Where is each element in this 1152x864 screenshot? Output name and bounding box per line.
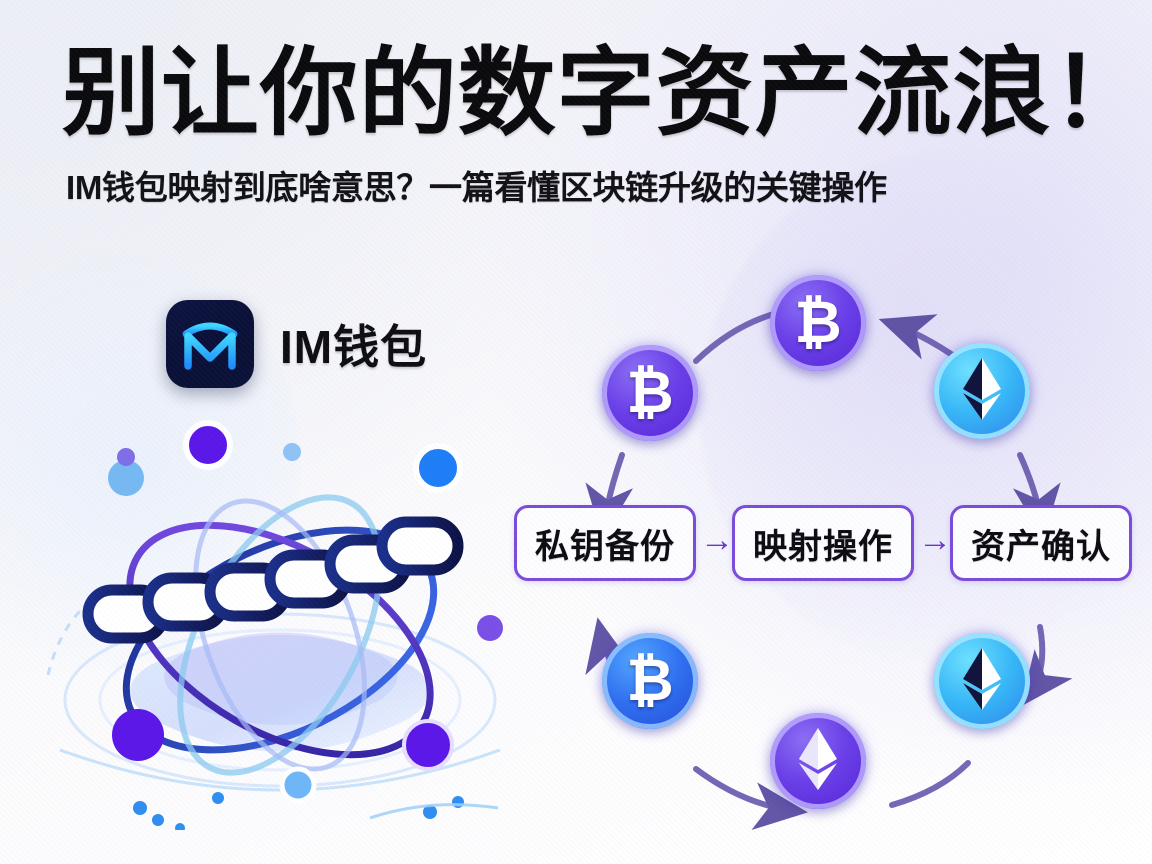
page-title: 别让你的数字资产流浪！ [62, 40, 1151, 147]
ethereum-symbol-icon [796, 726, 840, 797]
ethereum-symbol-icon [960, 646, 1004, 717]
coin-ethereum-bottom [770, 713, 866, 809]
im-wallet-logo-icon [166, 300, 254, 388]
step-label: 资产确认 [971, 527, 1111, 566]
step-label: 映射操作 [753, 527, 893, 566]
coin-ethereum-right [934, 343, 1030, 439]
coin-ring [602, 633, 698, 729]
coin-ring [770, 713, 866, 809]
coin-ring [770, 275, 866, 371]
blockchain-atom-illustration [30, 400, 530, 855]
step-private-key-backup[interactable]: 私钥备份 [514, 505, 696, 581]
bitcoin-symbol-icon: ₿ [794, 290, 842, 355]
arrow-eth-bottom-to-eth-bottom-right [889, 760, 971, 808]
bitcoin-symbol-icon: ₿ [626, 648, 674, 713]
brand-name: IM钱包 [280, 321, 428, 373]
coin-ring [934, 633, 1030, 729]
coin-ring [602, 345, 698, 441]
ethereum-symbol-icon [960, 356, 1004, 427]
step-asset-confirmation[interactable]: 资产确认 [950, 505, 1132, 581]
step-mapping-operation[interactable]: 映射操作 [732, 505, 914, 581]
brand-lockup: IM钱包 [166, 300, 427, 388]
coin-ethereum-bottom-right [934, 633, 1030, 729]
coin-ring [934, 343, 1030, 439]
asset-mapping-cycle: ₿ ₿ ₿ [500, 265, 1140, 835]
step-arrow-2-3: → [918, 521, 952, 559]
background-blob-right [700, 150, 1152, 670]
arrow-step3-to-eth-bottom-right [1020, 624, 1073, 707]
coin-bitcoin-top: ₿ [770, 275, 866, 371]
step-arrow-1-2: → [700, 521, 734, 559]
coin-bitcoin-bottom-left: ₿ [602, 633, 698, 729]
bitcoin-symbol-icon: ₿ [626, 360, 674, 425]
step-label: 私钥备份 [535, 527, 675, 566]
arrow-btc-bottom-left-to-eth-bottom [693, 766, 808, 831]
coin-bitcoin-top-left: ₿ [602, 345, 698, 441]
page-subtitle: IM钱包映射到底啥意思？一篇看懂区块链升级的关键操作 [66, 169, 887, 206]
